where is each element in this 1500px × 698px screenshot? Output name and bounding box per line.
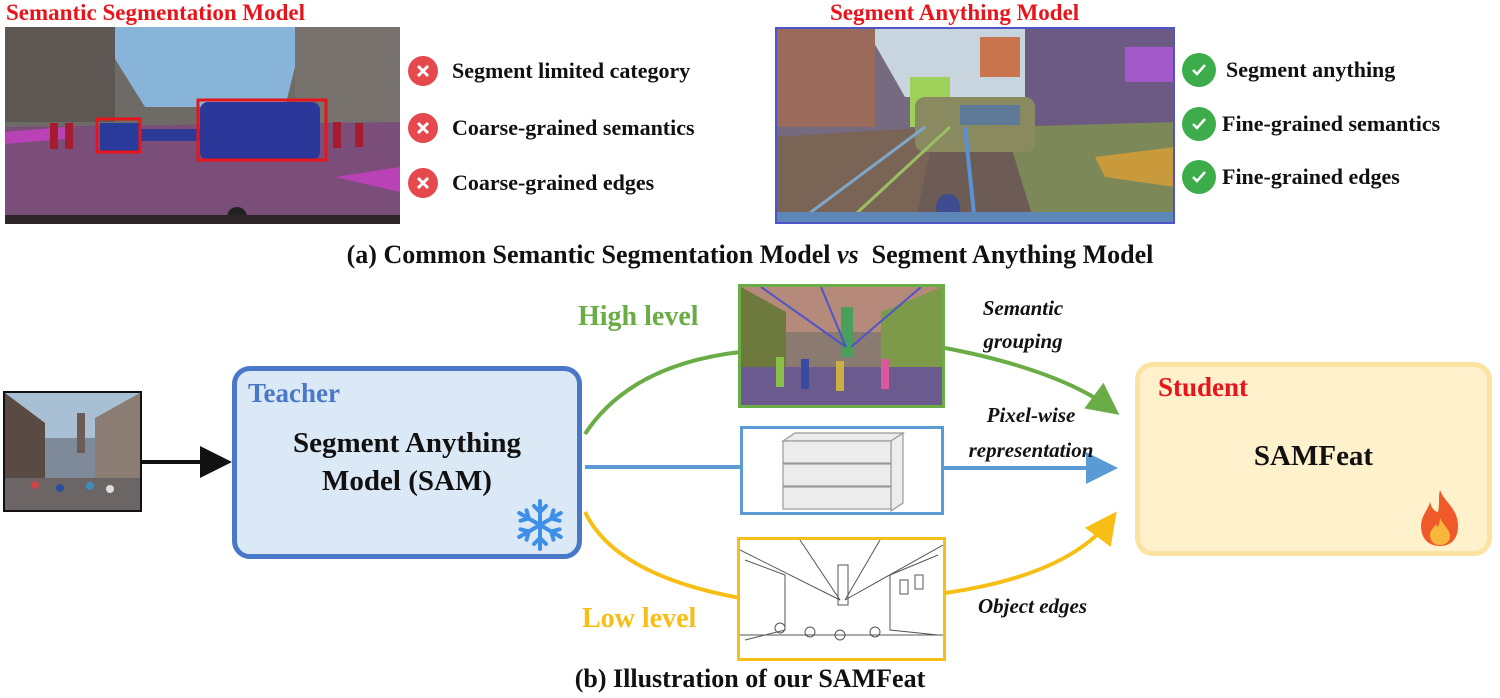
feature-label: Segment anything xyxy=(1226,57,1396,82)
input-image xyxy=(3,391,142,512)
x-circle-icon xyxy=(408,113,438,143)
low-level-arrow-out xyxy=(944,511,1117,595)
feature-label: Coarse-grained edges xyxy=(452,170,655,195)
student-model-name: SAMFeat xyxy=(1253,440,1374,472)
student-label: Student xyxy=(1158,372,1249,402)
sam-seg-image xyxy=(775,27,1175,224)
high-level-label: High level xyxy=(578,301,699,332)
teacher-label: Teacher xyxy=(248,378,340,408)
semantic-grouping-line1: Semantic xyxy=(982,296,1064,320)
caption-a-suffix: Segment Anything Model xyxy=(858,240,1154,269)
feature-label: Segment limited category xyxy=(452,58,691,83)
pixel-wise-line2: representation xyxy=(968,438,1094,462)
pixel-wise-annotation: Pixel-wise representation xyxy=(945,398,1117,468)
semantic-grouping-line2: grouping xyxy=(983,329,1063,353)
teacher-line2: Model (SAM) xyxy=(322,465,492,497)
coarse-semantics-item: Coarse-grained semantics xyxy=(408,113,695,143)
high-level-arrow-out xyxy=(944,346,1120,415)
semantic-grouping-image xyxy=(738,284,945,408)
limited-category-item: Segment limited category xyxy=(408,56,690,86)
coarse-edges-item: Coarse-grained edges xyxy=(408,168,654,198)
caption-a: (a) Common Semantic Segmentation Model v… xyxy=(0,240,1500,270)
feature-cube-icon xyxy=(781,431,905,513)
fine-edges-item: Fine-grained edges xyxy=(1182,160,1400,194)
semantic-seg-image xyxy=(5,27,400,224)
teacher-line1: Segment Anything xyxy=(292,427,521,459)
caption-a-prefix: (a) Common Semantic Segmentation Model xyxy=(346,240,837,269)
feature-map-box xyxy=(740,426,944,515)
segment-anything-item: Segment anything xyxy=(1182,53,1395,87)
teacher-box xyxy=(232,366,582,559)
sam-title: Segment Anything Model xyxy=(830,0,1080,25)
high-level-arrow-in xyxy=(583,350,741,436)
feature-label: Coarse-grained semantics xyxy=(452,115,695,140)
object-edges-image xyxy=(737,537,946,661)
pixel-wise-line1: Pixel-wise xyxy=(986,403,1076,427)
fine-semantics-item: Fine-grained semantics xyxy=(1182,107,1440,141)
check-circle-icon xyxy=(1182,160,1216,194)
low-level-label: Low level xyxy=(582,603,697,634)
x-circle-icon xyxy=(408,168,438,198)
fire-icon xyxy=(1418,488,1462,553)
x-circle-icon xyxy=(408,56,438,86)
semantic-seg-title: Semantic Segmentation Model xyxy=(6,0,305,25)
semantic-grouping-annotation: Semantic grouping xyxy=(958,292,1088,358)
check-circle-icon xyxy=(1182,53,1216,87)
caption-a-vs: vs xyxy=(836,240,859,269)
check-circle-icon xyxy=(1182,107,1216,141)
snowflake-icon xyxy=(512,497,568,558)
feature-label: Fine-grained edges xyxy=(1222,164,1400,189)
low-level-arrow-in xyxy=(583,511,741,600)
teacher-model-name: Segment Anything Model (SAM) xyxy=(232,424,582,500)
feature-label: Fine-grained semantics xyxy=(1222,111,1441,136)
object-edges-annotation: Object edges xyxy=(977,594,1088,618)
caption-b: (b) Illustration of our SAMFeat xyxy=(574,664,926,693)
